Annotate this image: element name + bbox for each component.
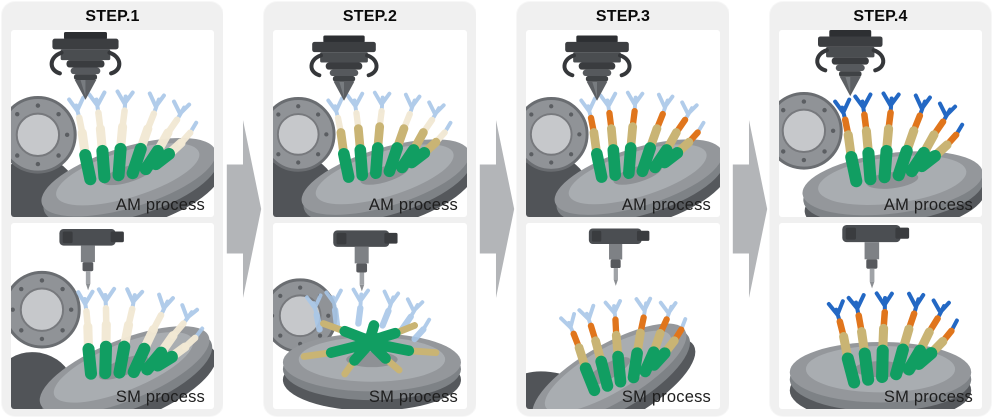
milling-head-icon <box>588 227 650 286</box>
deposition-head-icon <box>817 30 883 96</box>
sm-process-label: SM process <box>115 388 205 406</box>
sm-machine-illustration <box>11 228 214 409</box>
am-machine-illustration <box>526 33 720 217</box>
step3-am-figure: AM process <box>526 30 720 217</box>
am-process-label: AM process <box>621 195 711 214</box>
sm-machine-illustration <box>789 224 972 409</box>
step1-am-figure: AM process <box>11 30 214 217</box>
ghost-branches <box>69 91 196 132</box>
step-gap <box>476 2 517 416</box>
milling-head-icon <box>842 224 910 288</box>
step-panel-4: STEP.4 AM process <box>770 2 991 416</box>
step3-sm-figure: SM process <box>526 222 720 409</box>
step2-am-figure: AM process <box>273 30 467 217</box>
am-machine-illustration <box>273 33 467 217</box>
sm-machine-illustration <box>273 229 461 409</box>
ghost-branches <box>326 90 453 135</box>
trunnion-ring-icon <box>273 97 336 172</box>
am-process-label: AM process <box>883 195 973 214</box>
am-machine-illustration <box>779 30 982 217</box>
step-panel-1: STEP.1 AM process <box>2 2 223 416</box>
deposition-head-icon <box>562 33 632 103</box>
am-machine-illustration <box>11 30 214 217</box>
next-step-arrow-icon <box>732 120 767 298</box>
sm-machine-illustration <box>526 227 710 409</box>
trunnion-ring-icon <box>779 91 843 170</box>
milling-head-icon <box>59 228 124 290</box>
step-panel-2: STEP.2 AM process <box>264 2 476 416</box>
step4-sm-figure: SM process <box>779 222 982 409</box>
step-title: STEP.3 <box>595 8 651 25</box>
step-title: STEP.4 <box>853 8 908 25</box>
sm-process-label: SM process <box>621 388 711 406</box>
milling-head-icon <box>333 229 398 291</box>
sm-process-label: SM process <box>368 388 458 406</box>
sm-process-label: SM process <box>883 388 973 406</box>
next-step-arrow-icon <box>479 120 514 298</box>
step-gap <box>729 2 770 416</box>
step2-sm-figure: SM process <box>273 222 467 409</box>
am-process-label: AM process <box>115 195 205 214</box>
step-title: STEP.2 <box>342 8 398 25</box>
am-process-label: AM process <box>368 195 458 214</box>
trunnion-ring-icon <box>526 97 589 172</box>
deposition-head-icon <box>309 33 379 103</box>
ghost-branches <box>579 90 706 135</box>
step-panel-3: STEP.3 AM process <box>517 2 729 416</box>
trunnion-ring-icon <box>11 270 81 349</box>
trunnion-ring-icon <box>11 96 77 174</box>
step4-am-figure: AM process <box>779 30 982 217</box>
deposition-head-icon <box>52 32 120 100</box>
step-gap <box>223 2 264 416</box>
step1-sm-figure: SM process <box>11 222 214 409</box>
step-title: STEP.1 <box>85 8 140 25</box>
next-step-arrow-icon <box>226 120 261 298</box>
